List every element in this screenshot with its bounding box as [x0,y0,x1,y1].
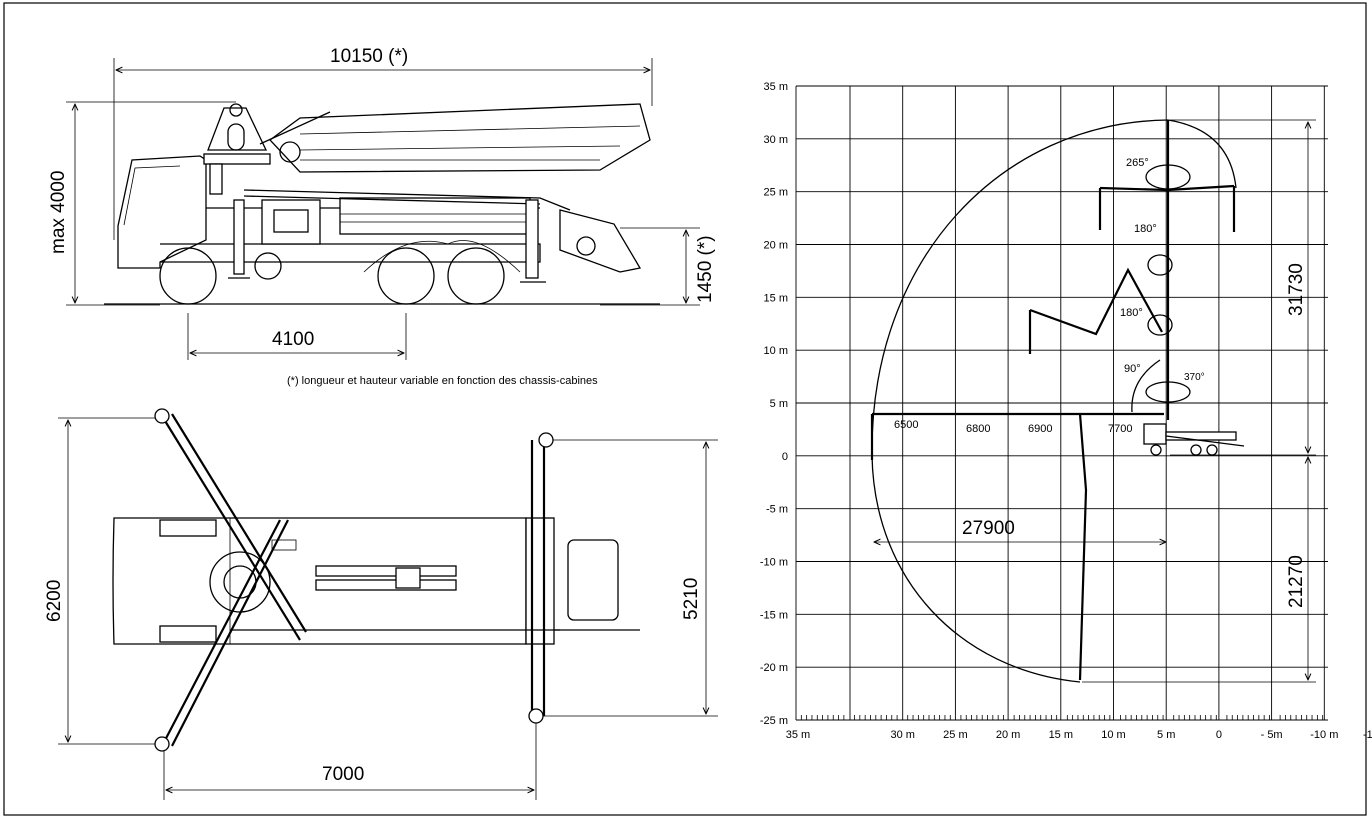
y-tick-label: -10 m [760,557,788,569]
angle-label-1: 265° [1126,157,1149,169]
section-length-2: 6800 [966,423,990,435]
section-length-1: 6500 [894,419,918,431]
y-tick-label: 5 m [770,398,788,410]
tip-arc [1167,119,1237,189]
x-tick-label: 20 m [996,729,1020,741]
x-tick-label: 10 m [1101,729,1125,741]
reach-grid [795,85,1328,721]
depth-label: 21270 [1286,555,1307,608]
x-tick-label: 0 [1216,729,1222,741]
horizontal-reach-label: 27900 [962,518,1015,539]
ground-clearance-label: 1450 (*) [695,235,716,303]
x-tick-label: -10 m [1310,729,1338,741]
x-tick-label: 15 m [1049,729,1073,741]
y-tick-label: -25 m [760,715,788,727]
wheelbase-label: 4100 [272,329,314,350]
y-tick-label: -15 m [760,609,788,621]
x-tick-label: 5 m [1157,729,1175,741]
sheet-frame [3,2,1367,816]
angle-label-5: 370° [1184,372,1205,383]
x-tick-label: -15 m [1363,729,1372,741]
y-axis-ticks: 35 m 30 m 25 m 20 m 15 m 10 m 5 m 0 -5 m -10 m -15… [760,81,788,727]
y-tick-label: 0 [782,451,788,463]
y-tick-label: -20 m [760,662,788,674]
length-dimension-label: 10150 (*) [330,46,408,67]
angle-label-2: 180° [1134,223,1157,235]
reach-envelope [871,119,1169,683]
footnote-text: (*) longueur et hauteur variable en fonc… [287,375,598,387]
y-tick-label: -5 m [766,504,788,516]
x-tick-label: 30 m [890,729,914,741]
y-tick-label: 35 m [764,81,788,93]
y-tick-label: 10 m [764,345,788,357]
height-dimension-label: max 4000 [48,171,69,254]
vertical-reach-label: 31730 [1286,263,1307,316]
y-tick-label: 20 m [764,240,788,252]
rear-spread-label: 5210 [681,578,702,620]
reach-diagram: 35 m 30 m 25 m 20 m 15 m 10 m 5 m 0 -5 m -10 m -15… [760,81,1372,741]
x-axis-ticks: 35 m 30 m 25 m 20 m 15 m 10 m 5 m 0 - 5m -10 m -15… [786,729,1372,741]
x-tick-label: 25 m [943,729,967,741]
x-tick-label: 35 m [786,729,810,741]
top-view-drawing: 6200 5210 7000 [44,408,718,800]
section-length-3: 6900 [1028,423,1052,435]
angle-label-3: 180° [1120,307,1143,319]
side-view-drawing: 10150 (*) max 4000 1450 (*) 4100 [48,46,716,387]
y-tick-label: 15 m [764,292,788,304]
y-tick-label: 30 m [764,134,788,146]
x-tick-label: - 5m [1261,729,1283,741]
y-tick-label: 25 m [764,187,788,199]
angle-label-4: 90° [1124,363,1141,375]
front-spread-label: 6200 [44,580,65,622]
section-length-4: 7700 [1108,423,1132,435]
top-length-label: 7000 [322,764,364,785]
